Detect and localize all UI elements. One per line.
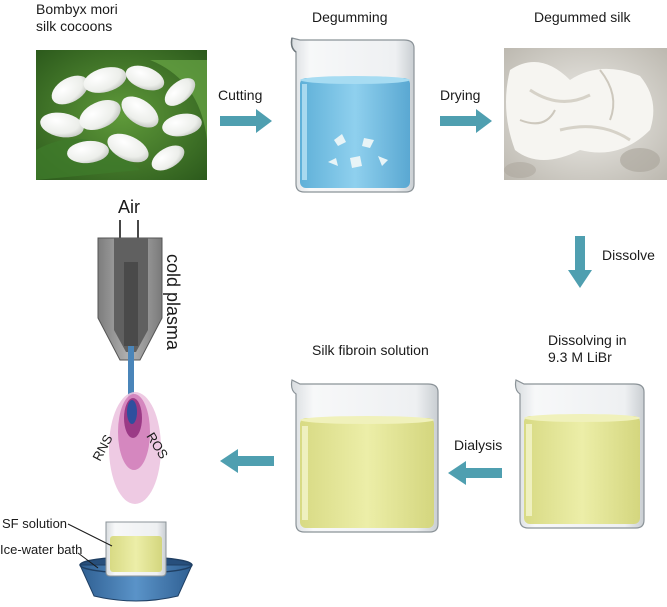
dissolving-label-line2: 9.3 M LiBr bbox=[548, 349, 612, 365]
plasma-plume bbox=[109, 392, 161, 504]
plasma-nozzle bbox=[97, 237, 163, 400]
degummed-silk-label: Degummed silk bbox=[534, 9, 631, 25]
ice-water-bath-leader bbox=[77, 552, 99, 569]
degummed-silk-photo bbox=[504, 48, 667, 180]
degumming-label: Degumming bbox=[312, 9, 387, 25]
sf-solution-leader bbox=[67, 523, 113, 547]
dissolve-arrow bbox=[568, 236, 592, 288]
drying-arrow bbox=[440, 109, 492, 133]
sf-solution-label: SF solution bbox=[2, 516, 67, 531]
cutting-label: Cutting bbox=[218, 87, 262, 103]
silk-fibroin-beaker bbox=[290, 379, 439, 533]
cocoons-label-line2: silk cocoons bbox=[36, 18, 112, 34]
dissolving-beaker bbox=[514, 379, 645, 529]
dialysis-label: Dialysis bbox=[454, 437, 502, 453]
cocoons-label-line1: Bombyx mori bbox=[36, 1, 118, 17]
cutting-arrow bbox=[220, 109, 272, 133]
drying-label: Drying bbox=[440, 87, 480, 103]
degumming-beaker bbox=[290, 37, 415, 193]
cold-plasma-label: cold plasma bbox=[163, 254, 183, 351]
air-label: Air bbox=[118, 197, 140, 217]
silk-cocoons-photo bbox=[36, 50, 207, 180]
sf-solution-title: Silk fibroin solution bbox=[312, 342, 429, 358]
dissolving-label-line1: Dissolving in bbox=[548, 332, 627, 348]
to-plasma-arrow bbox=[220, 449, 274, 473]
dissolve-label: Dissolve bbox=[602, 247, 655, 263]
ice-water-bath-label: Ice-water bath bbox=[0, 542, 82, 557]
dialysis-arrow bbox=[448, 461, 502, 485]
sf-solution-beaker bbox=[105, 521, 167, 577]
